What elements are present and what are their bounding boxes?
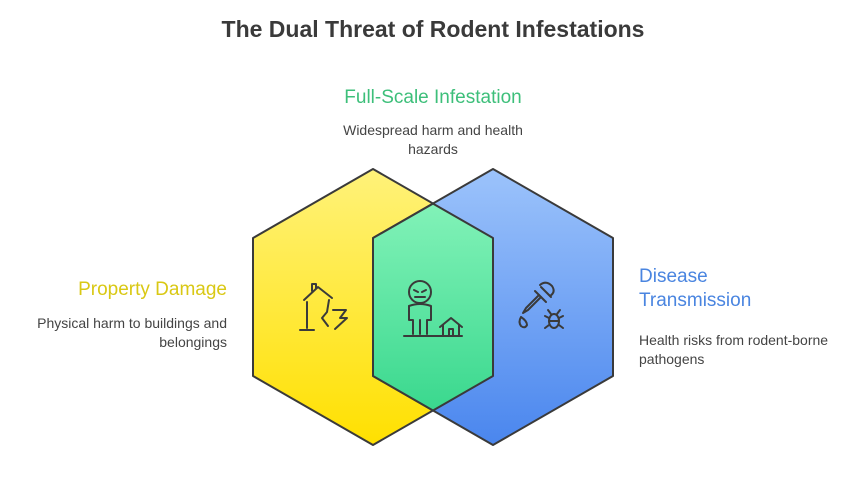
right-heading: Disease Transmission (639, 265, 839, 313)
right-heading-line2: Transmission (639, 290, 752, 311)
diagram-title: The Dual Threat of Rodent Infestations (221, 16, 645, 42)
person-with-house-icon (403, 280, 463, 337)
left-heading: Property Damage (78, 279, 227, 300)
right-heading-line1: Disease (639, 266, 708, 287)
right-description: Health risks from rodent-borne pathogens (639, 332, 829, 367)
overlap-heading: Full-Scale Infestation (344, 87, 522, 108)
overlap-description: Widespread harm and health hazards (343, 122, 523, 157)
broken-house-icon (299, 283, 348, 331)
overlap-region (372, 202, 494, 412)
dropper-bug-icon (518, 281, 564, 329)
left-description: Physical harm to buildings and belonging… (37, 315, 227, 350)
